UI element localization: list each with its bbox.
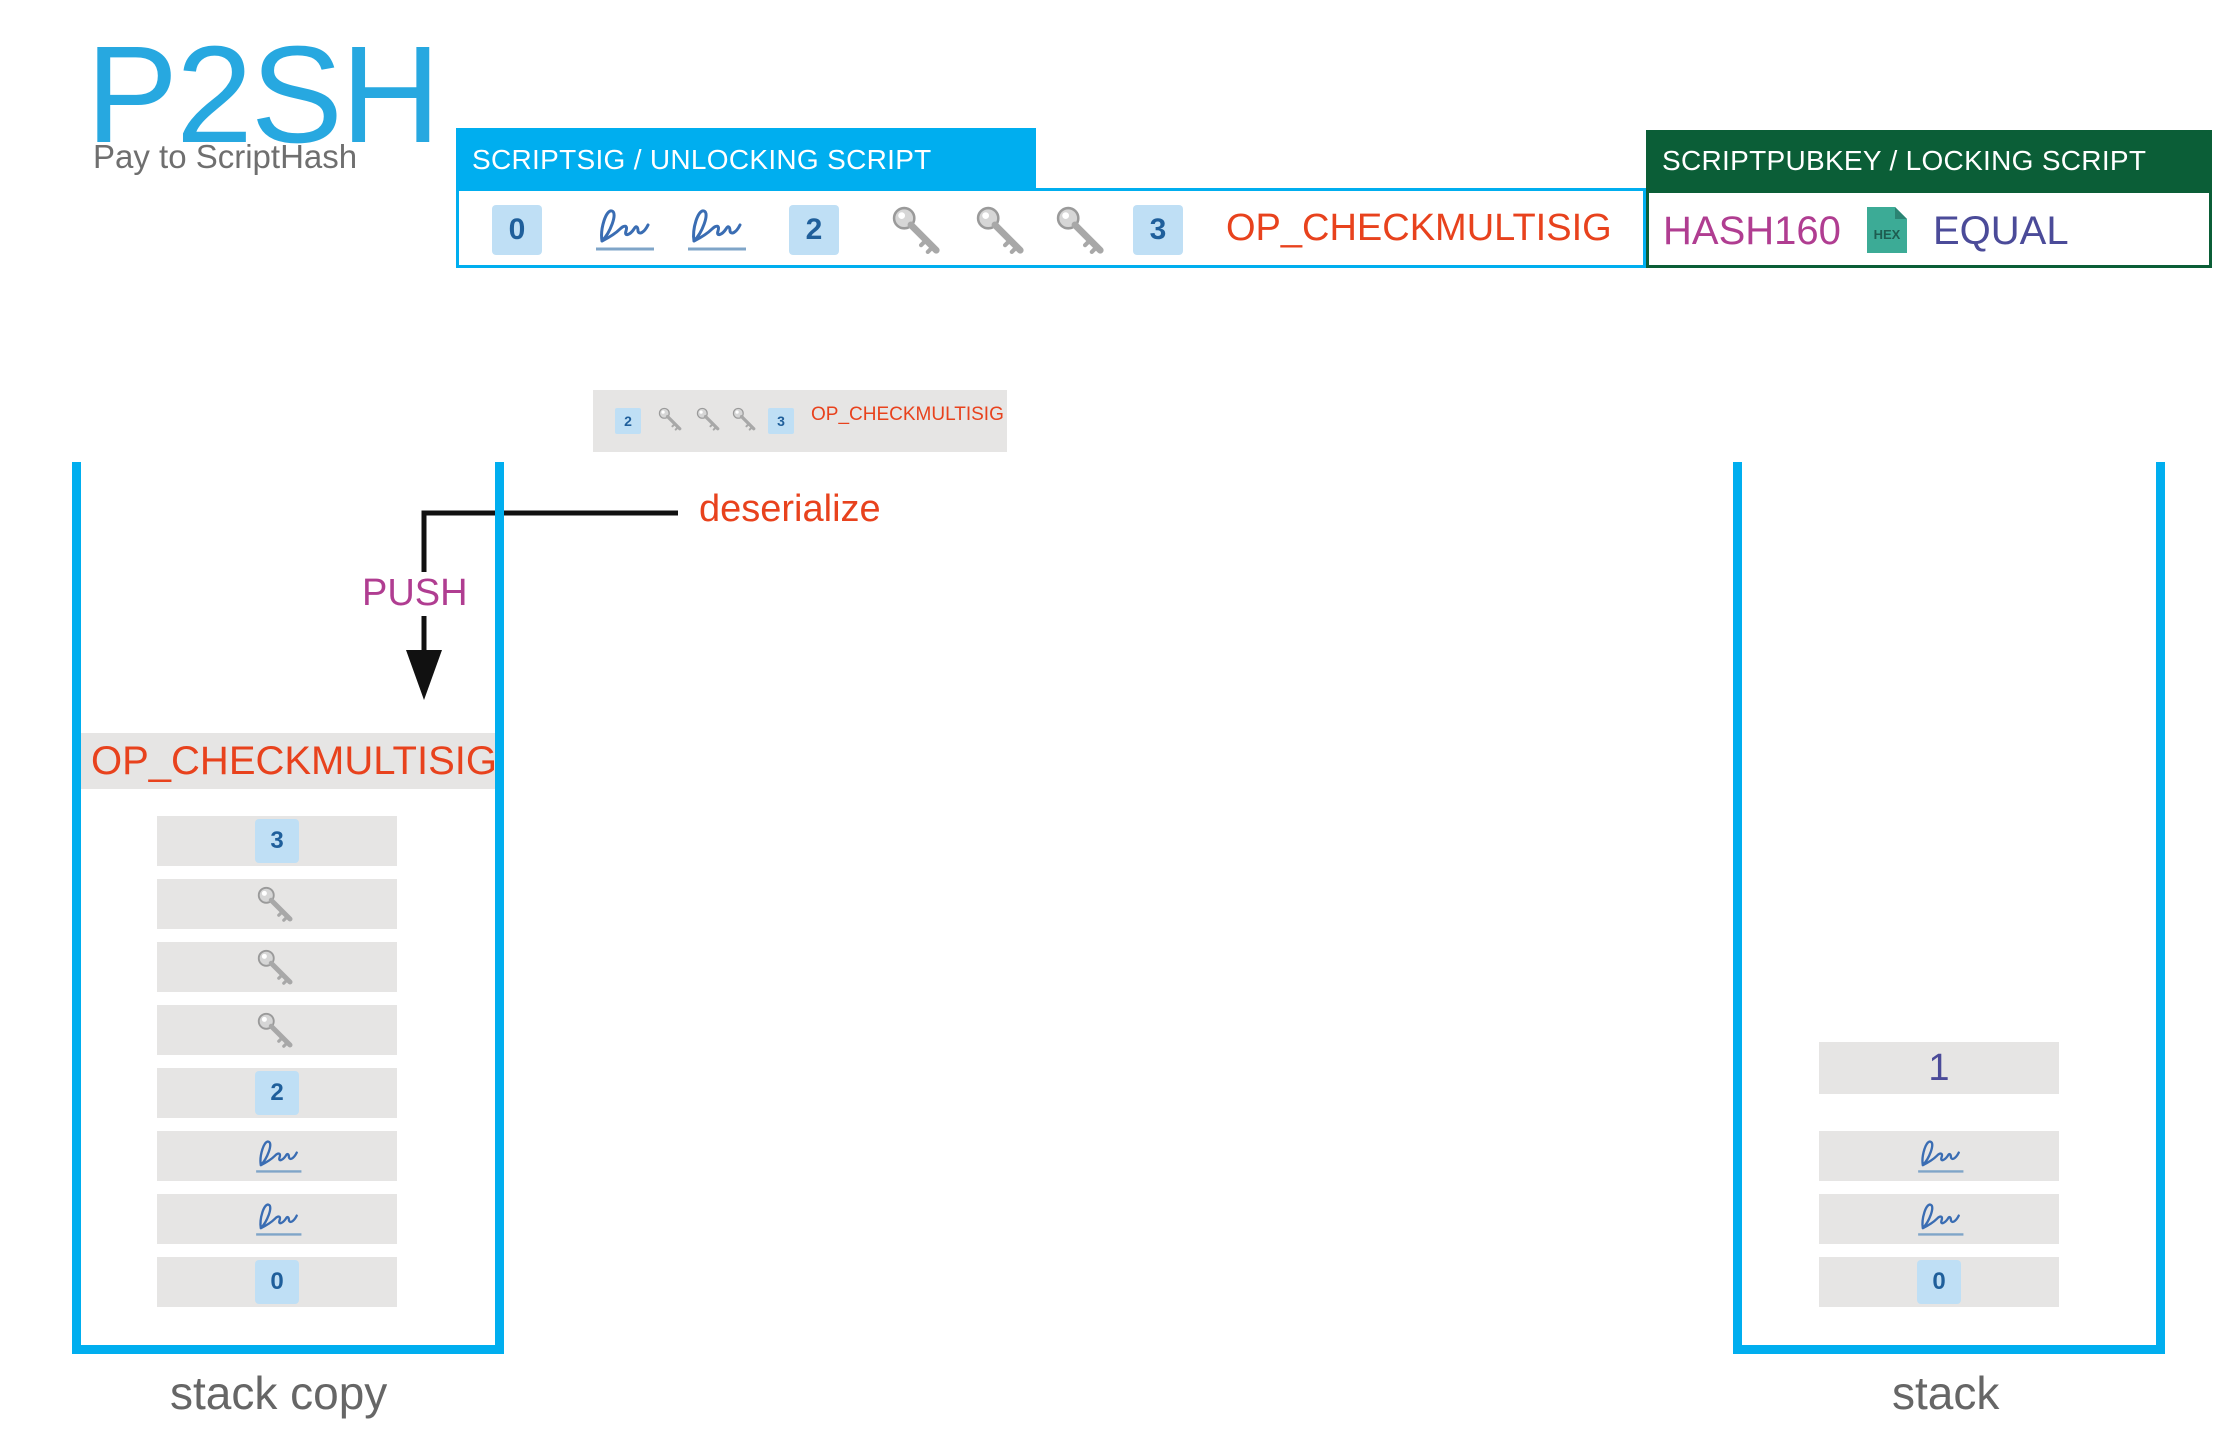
stack-copy-label: stack copy xyxy=(170,1367,388,1419)
stack-copy-top-opcode: OP_CHECKMULTISIG xyxy=(81,733,497,789)
signature-icon xyxy=(1915,1198,1965,1238)
stack-copy-item xyxy=(157,1131,397,1181)
scriptsig-opcode: OP_CHECKMULTISIG xyxy=(1226,207,1612,249)
scriptpubkey-header: SCRIPTPUBKEY / LOCKING SCRIPT xyxy=(1646,130,2212,192)
stack-item xyxy=(1819,1131,2059,1181)
stack-item: 1 xyxy=(1819,1042,2059,1094)
stack-copy-item xyxy=(157,879,397,929)
stack-copy-item xyxy=(157,1194,397,1244)
hex-file-icon: HEX xyxy=(1867,207,1907,253)
stack-item xyxy=(1819,1194,2059,1244)
signature-icon xyxy=(1915,1135,1965,1175)
stack-copy-item: 2 xyxy=(157,1068,397,1118)
scriptsig-number-3: 3 xyxy=(1133,205,1183,255)
key-icon xyxy=(255,1010,295,1050)
key-icon xyxy=(255,947,295,987)
serialized-number-2: 2 xyxy=(615,408,641,434)
stack-copy-item: 0 xyxy=(157,1257,397,1307)
signature-icon xyxy=(253,1198,303,1238)
serialized-redeem-script: 2 3 OP_CHECKMULTISIG xyxy=(593,390,1007,452)
stack-copy-item xyxy=(157,1005,397,1055)
push-label: PUSH xyxy=(362,572,468,614)
signature-icon xyxy=(253,1135,303,1175)
serialized-opcode: OP_CHECKMULTISIG xyxy=(811,404,1004,425)
stack-copy-container xyxy=(72,462,504,1354)
page-subtitle: Pay to ScriptHash xyxy=(93,138,358,175)
stack-copy-item xyxy=(157,942,397,992)
scriptsig-number-0: 0 xyxy=(492,205,542,255)
deserialize-label: deserialize xyxy=(699,488,881,530)
scriptsig-box: 0 2 3 OP_CHECKMULTISIG xyxy=(456,188,1646,268)
serialized-number-3: 3 xyxy=(768,408,794,434)
hash160-opcode: HASH160 xyxy=(1663,209,1841,253)
key-icon xyxy=(255,884,295,924)
stack-label: stack xyxy=(1892,1367,2000,1419)
page-title: P2SH xyxy=(86,18,440,172)
scriptsig-number-2: 2 xyxy=(789,205,839,255)
stack-copy-item: 3 xyxy=(157,816,397,866)
stack-container xyxy=(1733,462,2165,1354)
scriptpubkey-box: HASH160 HEX EQUAL xyxy=(1646,190,2212,268)
equal-opcode: EQUAL xyxy=(1933,209,2069,253)
stack-item: 0 xyxy=(1819,1257,2059,1307)
scriptsig-header: SCRIPTSIG / UNLOCKING SCRIPT xyxy=(456,128,1036,192)
